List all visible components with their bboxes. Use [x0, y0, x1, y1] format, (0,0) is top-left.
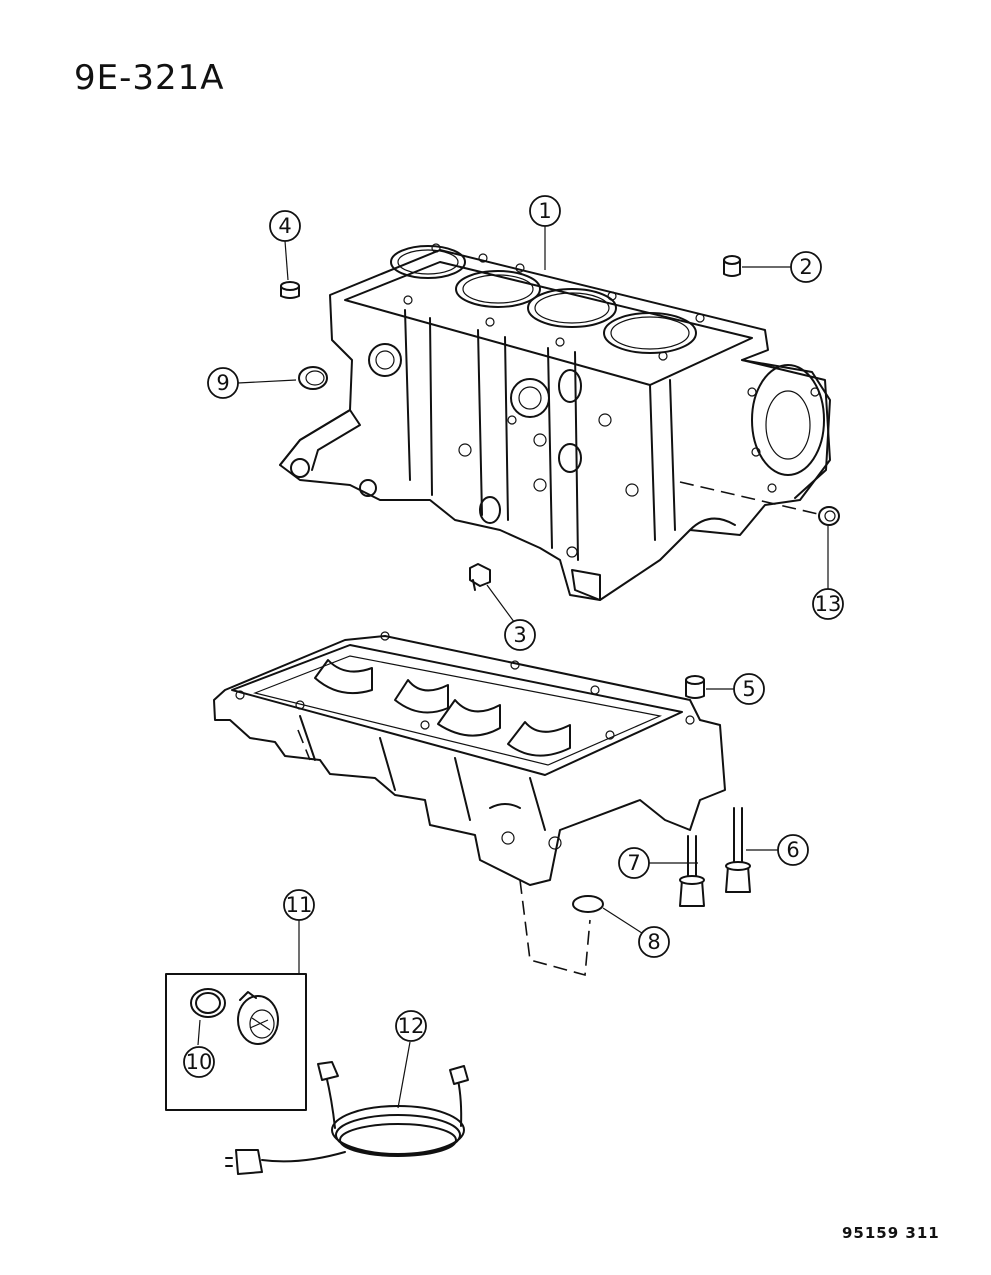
block-heater-kit — [165, 973, 307, 1111]
svg-text:6: 6 — [786, 838, 799, 862]
o-ring-8 — [572, 895, 604, 913]
engine-block — [279, 243, 831, 601]
drawing-number: 95159 311 — [842, 1224, 940, 1242]
svg-text:5: 5 — [742, 677, 755, 701]
callout-3: 3 — [504, 619, 536, 651]
bolt-6 — [725, 807, 751, 893]
svg-text:13: 13 — [815, 592, 842, 616]
plug-3 — [469, 563, 491, 591]
callout-12: 12 — [395, 1010, 427, 1042]
block-heater-element — [237, 991, 279, 1045]
dowel-pin-5 — [685, 675, 705, 699]
core-plug-9 — [298, 366, 328, 390]
dowel-pin-2 — [723, 255, 741, 277]
svg-text:2: 2 — [799, 255, 812, 279]
svg-text:9: 9 — [216, 371, 229, 395]
callout-2: 2 — [790, 251, 822, 283]
core-plug-13 — [818, 506, 840, 526]
page-code: 9E-321A — [74, 58, 225, 98]
bedplate — [213, 631, 726, 977]
callout-6: 6 — [777, 834, 809, 866]
svg-text:4: 4 — [278, 214, 291, 238]
leader-lines — [197, 226, 829, 1109]
dowel-pin-4 — [280, 281, 300, 299]
callout-10: 10 — [183, 1046, 215, 1078]
heater-cord — [225, 1061, 469, 1175]
callout-9: 9 — [207, 367, 239, 399]
callout-11: 11 — [283, 889, 315, 921]
svg-text:3: 3 — [513, 623, 526, 647]
callout-4: 4 — [269, 210, 301, 242]
svg-text:11: 11 — [286, 893, 313, 917]
callout-13: 13 — [812, 588, 844, 620]
svg-text:8: 8 — [647, 930, 660, 954]
callout-7: 7 — [618, 847, 650, 879]
svg-text:12: 12 — [398, 1014, 425, 1038]
callout-5: 5 — [733, 673, 765, 705]
callout-1: 1 — [529, 195, 561, 227]
svg-text:1: 1 — [538, 199, 551, 223]
o-ring-10 — [190, 988, 226, 1018]
bolt-7 — [679, 835, 705, 907]
callout-8: 8 — [638, 926, 670, 958]
svg-text:10: 10 — [186, 1050, 213, 1074]
svg-text:7: 7 — [627, 851, 640, 875]
